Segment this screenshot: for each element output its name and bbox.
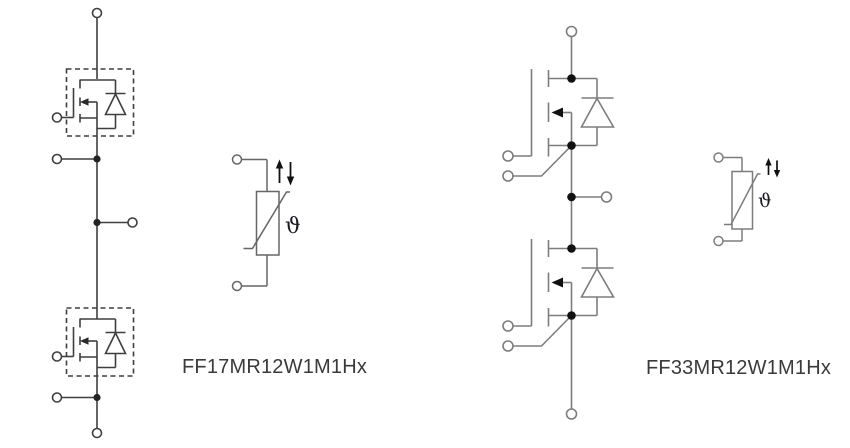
component-outline-box — [65, 68, 135, 137]
junction-dot — [93, 393, 101, 402]
theta-symbol-right: ϑ — [758, 190, 772, 212]
terminal-gate-top — [51, 112, 63, 123]
down-arrow-head — [773, 170, 781, 178]
thermistor-diagonal — [243, 191, 290, 250]
body-diode — [97, 80, 127, 130]
thermistor-bottom-wire — [241, 255, 268, 287]
thermistor-body — [731, 170, 754, 230]
terminal-aux-source-bottom — [502, 340, 514, 352]
mosfet-arrow-icon — [551, 277, 563, 288]
part-number-ff17: FF17MR12W1M1Hx — [182, 356, 368, 378]
mosfet-arrow-icon — [551, 107, 563, 118]
junction-dot — [567, 244, 576, 253]
body-diode — [97, 319, 127, 369]
terminal-phase-output — [600, 191, 613, 203]
low-side-mosfet — [61, 307, 135, 377]
diode-triangle — [580, 266, 615, 298]
up-down-arrows-icon — [275, 159, 295, 186]
thermistor-top-wire — [241, 158, 268, 192]
terminal-aux-source-top — [502, 170, 514, 182]
high-side-mosfet — [61, 68, 135, 137]
diode-triangle — [580, 96, 615, 128]
up-down-arrows-icon — [765, 158, 781, 178]
junction-dot — [567, 311, 576, 320]
terminal-ntc-2 — [231, 280, 243, 292]
terminal-phase-output — [127, 217, 138, 228]
thermistor-bottom-wire — [723, 229, 743, 242]
terminal-gate-bottom — [51, 351, 63, 362]
terminal-dc-plus — [565, 25, 578, 38]
terminal-gate-bottom — [502, 320, 514, 332]
terminal-ntc-1 — [713, 152, 724, 163]
terminal-aux-source-top — [51, 153, 63, 165]
terminal-ntc-1 — [231, 154, 243, 165]
up-arrow-head — [275, 159, 284, 169]
part-number-ff33: FF33MR12W1M1Hx — [646, 357, 832, 379]
mosfet-arrow-icon — [80, 337, 89, 345]
module-ff33-circuit — [502, 25, 615, 420]
up-arrow-head — [765, 158, 772, 166]
high-side-mosfet — [513, 69, 615, 177]
junction-dot — [567, 192, 576, 202]
terminal-dc-minus — [91, 427, 103, 439]
kelvin-source-lead — [513, 144, 573, 177]
low-side-mosfet — [513, 239, 615, 347]
thermistor-diagonal — [724, 173, 761, 226]
junction-dot — [93, 218, 101, 227]
terminal-aux-source-bottom — [51, 392, 63, 403]
down-arrow-head — [286, 176, 295, 186]
terminal-gate-top — [502, 150, 514, 162]
ntc-thermistor-left — [231, 154, 295, 292]
mosfet-arrow-icon — [80, 98, 89, 106]
junction-dot — [567, 141, 576, 150]
kelvin-source-lead — [513, 314, 573, 347]
module-ff17-circuit — [51, 7, 138, 439]
terminal-dc-minus — [565, 408, 578, 420]
diode-triangle — [104, 331, 127, 355]
junction-dot — [567, 74, 576, 83]
ntc-thermistor-right — [713, 152, 781, 247]
junction-dot — [93, 155, 101, 163]
terminal-ntc-2 — [713, 235, 724, 247]
diode-triangle — [104, 92, 127, 116]
body-diode — [571, 248, 615, 317]
thermistor-top-wire — [723, 156, 743, 172]
terminal-dc-plus — [91, 7, 103, 19]
theta-symbol-left: ϑ — [285, 214, 301, 239]
body-diode — [571, 78, 615, 147]
